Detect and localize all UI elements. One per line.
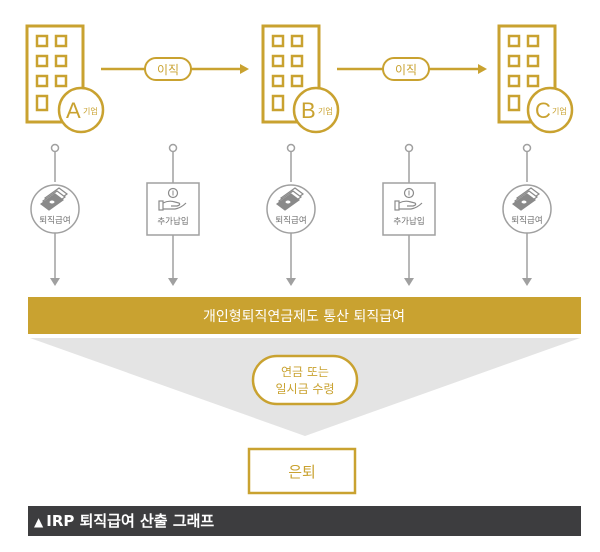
company-letter: C (535, 98, 551, 123)
flow-column-4: 추가납입 (382, 143, 436, 286)
transfer-arrow-1: 이직 (101, 57, 249, 81)
irp-bar (28, 297, 581, 334)
company-suffix: 기업 (83, 107, 98, 116)
company-letter: A (66, 98, 81, 123)
flow-label: 퇴직급여 (511, 215, 542, 226)
flow-label: 추가납입 (157, 216, 188, 227)
company-badge-a: A 기업 (57, 86, 105, 134)
irp-bar-label: 개인형퇴직연금제도 통산 퇴직급여 (203, 309, 405, 325)
flow-column-2: 추가납입 (146, 143, 200, 286)
caption-text: IRP 퇴직급여 산출 그래프 (46, 512, 215, 530)
flow-label: 추가납입 (393, 216, 424, 227)
company-suffix: 기업 (318, 107, 333, 116)
flow-label: 퇴직급여 (39, 215, 70, 226)
receive-line-1: 연금 또는 (281, 365, 329, 379)
receive-line-2: 일시금 수령 (275, 382, 334, 396)
company-letter: B (301, 98, 316, 123)
retire-box (247, 447, 357, 495)
receive-pill (251, 354, 359, 406)
transfer-label: 이직 (395, 63, 417, 77)
company-suffix: 기업 (552, 107, 567, 116)
flow-label: 퇴직급여 (275, 215, 306, 226)
figure-caption: ▲IRP 퇴직급여 산출 그래프 (28, 506, 581, 536)
company-badge-c: C 기업 (526, 86, 574, 134)
transfer-label: 이직 (157, 63, 179, 77)
flow-column-3: 퇴직급여 (266, 143, 316, 286)
transfer-arrow-2: 이직 (337, 57, 487, 81)
company-badge-b: B 기업 (292, 86, 340, 134)
triangle-up-icon: ▲ (34, 515, 44, 529)
flow-column-1: 퇴직급여 (30, 143, 80, 286)
retire-label: 은퇴 (288, 463, 316, 481)
flow-column-5: 퇴직급여 (502, 143, 552, 286)
